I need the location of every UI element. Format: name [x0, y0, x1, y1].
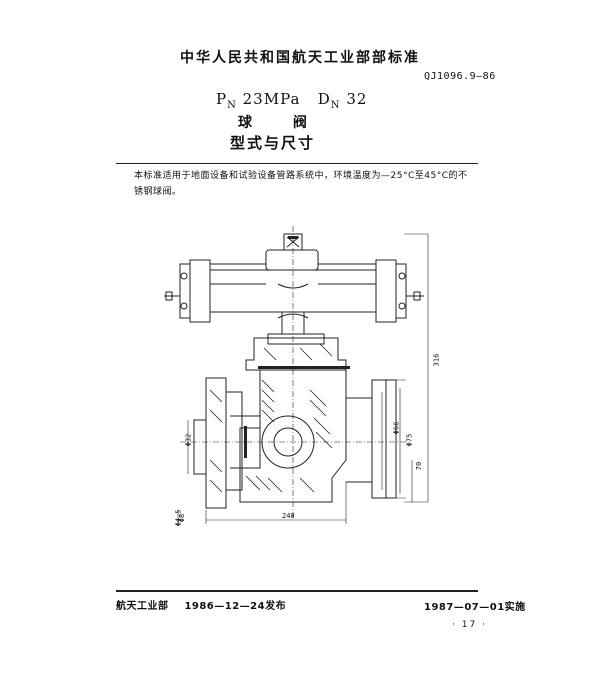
- diameter-value: 32: [346, 90, 368, 108]
- document-header-title: 中华人民共和国航天工业部部标准: [180, 50, 420, 66]
- dim-height-lower: 70: [415, 461, 424, 471]
- document-name: 球 阀: [238, 115, 325, 131]
- footer-effective-date: 1987—07—01实施: [424, 602, 526, 613]
- diameter-prefix: D: [317, 90, 331, 108]
- pressure-prefix: P: [216, 90, 228, 108]
- dim-left-a: Φ32: [184, 433, 193, 447]
- spec-line: PN 23MPa DN 32: [216, 90, 367, 111]
- pressure-sub: N: [227, 100, 237, 111]
- footer-issuer: 航天工业部: [116, 601, 169, 612]
- dim-height-total: 316: [432, 353, 441, 367]
- ball-valve-drawing: [164, 226, 429, 524]
- dim-diameter-a: Φ66: [392, 421, 401, 435]
- header-rule: [116, 163, 478, 164]
- dim-width-length: 240: [282, 512, 295, 520]
- page-number: · 17 ·: [452, 620, 487, 630]
- footer-rule: [116, 590, 478, 592]
- dim-left-c: Φ8: [178, 513, 187, 523]
- dim-diameter-b: Φ75: [405, 433, 414, 447]
- scope-paragraph: 本标准适用于地面设备和试验设备管路系统中，环境温度为—25°C至45°C的不锈钢…: [134, 171, 468, 197]
- document-subtitle: 型式与尺寸: [230, 134, 316, 152]
- footer-issue-date: 1986—12—24发布: [184, 601, 287, 612]
- standard-number: QJ1096.9—86: [424, 71, 496, 82]
- handle-hub: [265, 249, 319, 271]
- footer-issuer-block: 航天工业部 1986—12—24发布: [116, 597, 286, 612]
- diameter-sub: N: [330, 100, 341, 111]
- pressure-value: 23MPa: [242, 90, 301, 108]
